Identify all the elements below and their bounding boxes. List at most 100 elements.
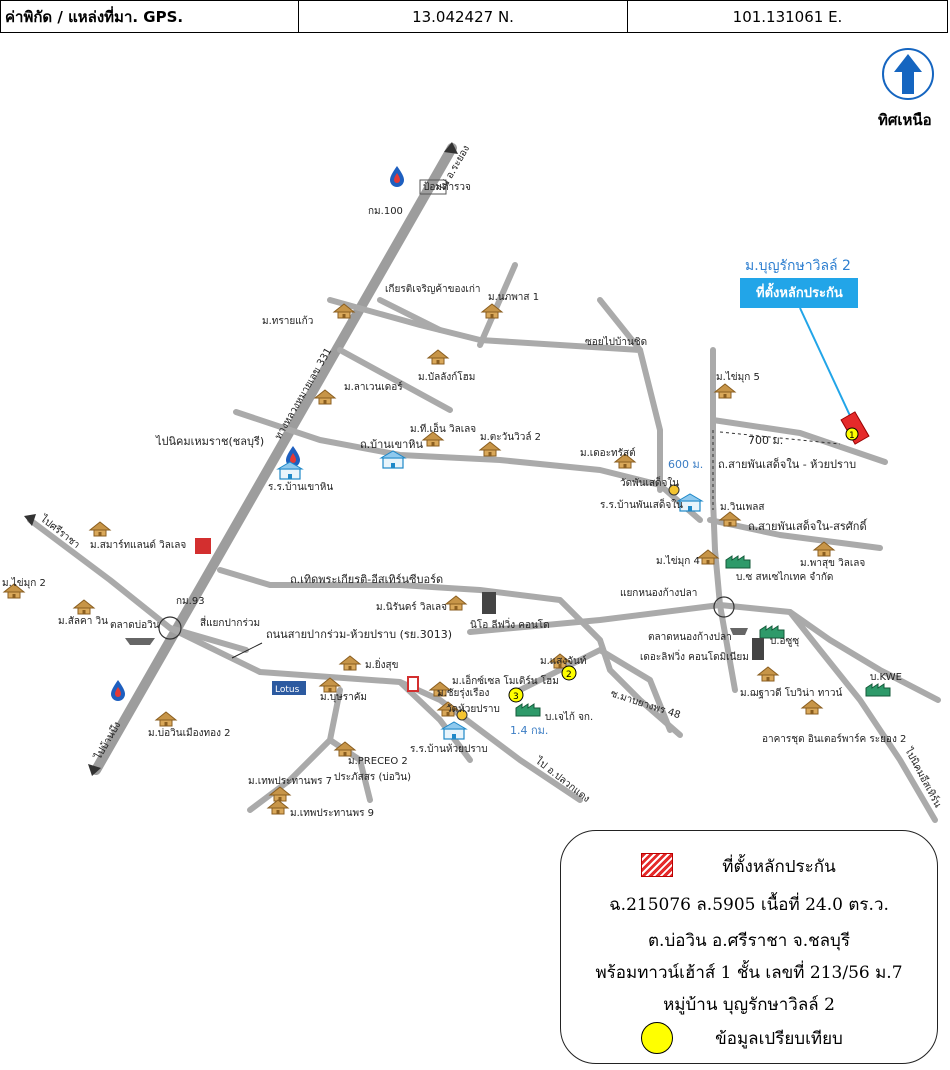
highway-331 [91, 143, 457, 775]
lotus-label: Lotus [275, 685, 300, 695]
m-dekora-label: ม.เดอะทรัสต์ [580, 447, 636, 459]
factory-icon [515, 703, 541, 717]
condo-icon [752, 638, 764, 660]
road-bo-huai [167, 625, 583, 803]
south-arrowhead [88, 764, 101, 776]
house-icon [73, 599, 95, 615]
wat-huai-label: วัดห้วยปราบ [446, 703, 500, 715]
m-smart-label: ม.สมาร์ทแลนด์ วิลเลจ [90, 539, 186, 551]
m-pasuk-label: ม.พาสุข วิลเลจ [800, 558, 865, 569]
house-icon [801, 699, 823, 715]
road-south [247, 687, 343, 813]
north-label: ทิศเหนือ [878, 111, 932, 129]
comparison-marker-2 [561, 665, 577, 681]
police-label: ป้อมตำรวจ [423, 181, 471, 193]
gps-label: ค่าพิกัด / แหล่งที่มา. GPS. [1, 1, 299, 32]
school-phan-label: ร.ร.บ้านพันเสด็จใน [600, 497, 683, 511]
target-pointer [799, 307, 853, 421]
gps-header: ค่าพิกัด / แหล่งที่มา. GPS. 13.042427 N.… [0, 0, 948, 33]
target-marker-circle [845, 427, 859, 441]
market-bowin-label: ตลาดบ่อวิน [110, 620, 160, 631]
the-living-label: เดอะลิฟวิ่ง คอนโดมิเนียม [640, 649, 749, 663]
comparison-marker-2-label: 2 [566, 670, 572, 680]
school-khaohin-icon [277, 461, 303, 480]
school-khaohin-label: ร.ร.บ้านเขาหิน [268, 481, 333, 493]
junction-label: สี่แยกปากร่วม [200, 615, 260, 629]
m-preceo-label: ม.PRECEO 2 [348, 756, 408, 767]
road-thoet [217, 567, 683, 738]
distance-700-line [719, 431, 841, 445]
m-chudarat-label: ม.ฌฐาวดี โบวิน่า ทาวน์ [740, 686, 843, 699]
house-icon [427, 349, 449, 365]
thoet-road-label: ถ.เทิดพระเกียรติ-อีสเทิร์นซีบอร์ด [290, 573, 443, 586]
m-tep9-label: ม.เทพประทานพร 9 [290, 808, 374, 819]
comparison-marker-3-label: 3 [513, 692, 519, 702]
latitude-value: 13.042427 N. [299, 1, 628, 32]
road-network [27, 143, 941, 823]
m-khaimuk4-label: ม.ไข่มุก 4 [656, 555, 700, 567]
m-sianesom-label: ม.บัลลังก์โฮม [418, 370, 475, 383]
market-icon [125, 638, 155, 645]
apartment-label: อาคารชุด อินเตอร์พาร์ค ระยอง 2 [762, 733, 906, 745]
mabyang-label: ซ.มาบยางพร 48 [609, 688, 682, 721]
m-saengchan-label: ม.แสงจันท์ [540, 655, 587, 667]
house-icon [757, 666, 779, 682]
temple-icon [456, 709, 468, 721]
nio-label: นิโอ ลีฟวิ่ง คอนโด [470, 617, 550, 631]
phan-road-label: ถ.สายพันเสด็จใน - ห้วยปราบ [718, 457, 856, 471]
comparison-swatch-icon [641, 1022, 673, 1054]
junction-circle-pakruam [158, 616, 182, 640]
house-icon [479, 441, 501, 457]
m-lawanator-label: ม.ลาเวนเดอร์ [344, 381, 403, 393]
legend-collateral: ที่ตั้งหลักประกัน [722, 857, 836, 877]
house-icon [89, 521, 111, 537]
m-chairung-label: ม.ชัยรุ่งเรือง [437, 687, 489, 699]
condo-icon [482, 592, 496, 614]
m-tawan-label: ม.ตะวันวิวล์ 2 [480, 431, 541, 443]
lotus-logo-icon [272, 681, 306, 695]
khaohin-road-label: ถ.บ้านเขาหิน [360, 438, 424, 451]
house-icon [267, 799, 289, 815]
m-tien-label: ม.ที.เอ็น วิลเลจ [410, 421, 476, 435]
m-salaka-label: ม.สัลคา วิน [58, 616, 108, 627]
target-name: ม.บุญรักษาวิลล์ 2 [745, 257, 851, 274]
road-sriracha [27, 517, 249, 653]
road-siam [787, 609, 938, 823]
market-nongkangpla-label: ตลาดหนองก้างปลา [648, 631, 732, 643]
gas-station-icon [111, 680, 125, 701]
to-plaak-label: ไป อ.ปลวกแดง [532, 754, 592, 805]
m-yingsuk-label: ม.ยิ่งสุข [365, 657, 398, 671]
m-khaimuk2-label: ม.ไข่มุก 2 [2, 577, 46, 589]
hospital-icon [195, 538, 211, 554]
north-arrow-icon [894, 54, 922, 94]
longitude-value: 101.131061 E. [732, 7, 843, 26]
m-khaimuk5-label: ม.ไข่มุก 5 [716, 371, 760, 383]
legend-box: ที่ตั้งหลักประกัน ฉ.215076 ล.5905 เนื้อท… [560, 830, 938, 1064]
wat-phan-label: วัดพันเสด็จใน [620, 475, 679, 489]
bo-huai-pointer [231, 642, 263, 659]
to-nikom-label: ไปนิคมเหมราช(ชลบุรี) [155, 435, 264, 448]
m-bunrung-label: ม.บุษราคัม [320, 692, 367, 703]
prasert-label: ประภัสสร (บ่อวิน) [334, 772, 411, 783]
road-target [710, 417, 888, 465]
west-arrowhead [24, 514, 36, 526]
legend-deed: ฉ.215076 ล.5905 เนื้อที่ 24.0 ตร.ว. [609, 895, 889, 915]
legend-village: หมู่บ้าน บุญรักษาวิลล์ 2 [663, 995, 835, 1015]
b-jekiko-label: บ.เจไก้ จก. [545, 711, 593, 723]
bo-huai-road-label: ถนนสายปากร่วม-ห้วยปราบ (รย.3013) [266, 628, 452, 641]
legend-location: ต.บ่อวิน อ.ศรีราชา จ.ชลบุรี [648, 931, 850, 951]
road-upper [327, 297, 663, 493]
m-bowin2-label: ม.บ่อวินเมืองทอง 2 [148, 727, 231, 739]
legend-building: พร้อมทาวน์เฮ้าส์ 1 ชั้น เลขที่ 213/56 ม.… [595, 963, 903, 983]
distance-14: 1.4 กม. [510, 724, 548, 737]
m-saikaew-label: ม.ทรายแก้ว [262, 315, 313, 327]
factory-icon [725, 555, 751, 569]
comparison-marker-3 [508, 687, 524, 703]
temple-icon [668, 484, 680, 496]
m-excel-label: ม.เอ็กซ์เซล โมเดิร์น โฮม [452, 673, 559, 687]
police-box-icon [419, 179, 447, 195]
collateral-swatch-icon [641, 853, 673, 877]
target-marker-number: 1 [849, 431, 855, 441]
house-icon [339, 655, 361, 671]
